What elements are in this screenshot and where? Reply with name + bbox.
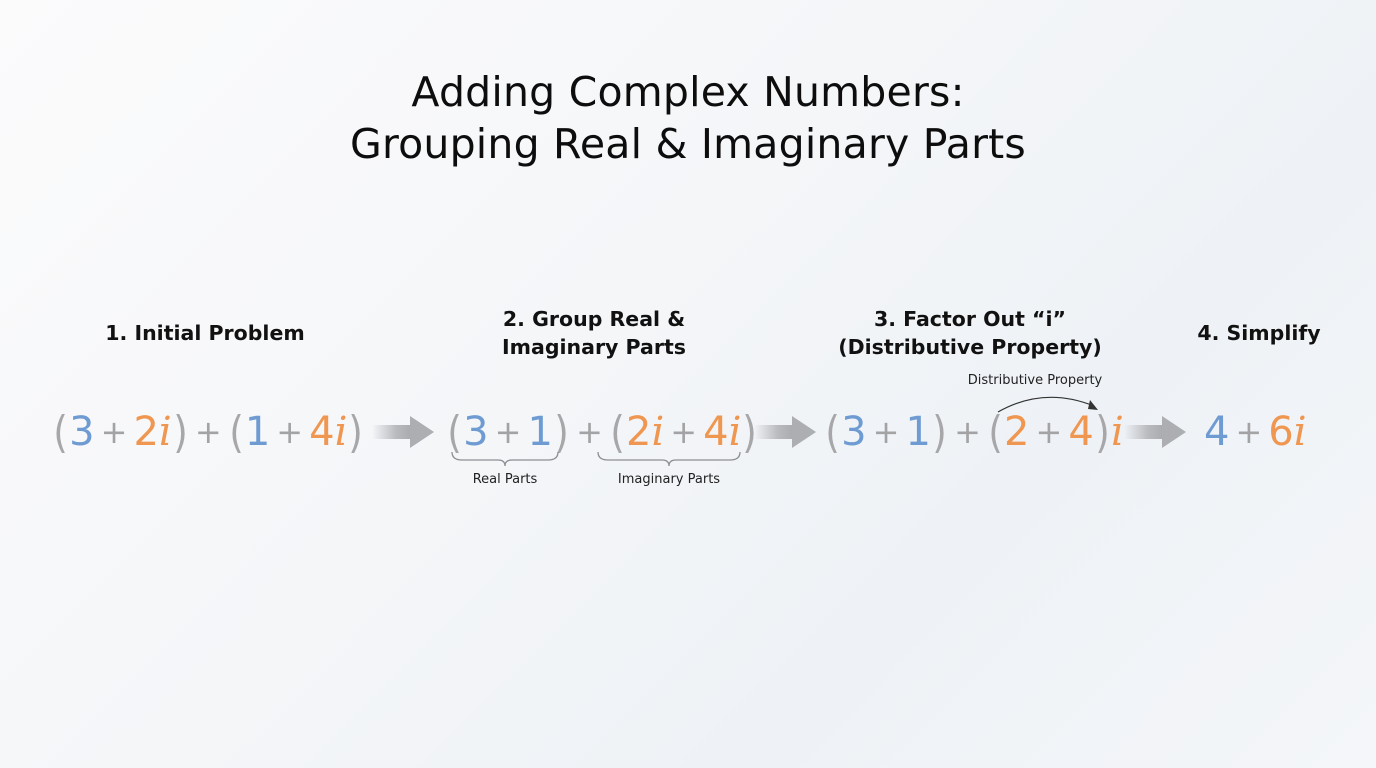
left-paren: ( <box>447 406 462 458</box>
curved-arrow-icon <box>997 396 1098 413</box>
real-part: 1 <box>527 409 553 455</box>
step-1-heading: 1. Initial Problem <box>80 319 330 347</box>
imaginary-unit: i <box>1293 409 1307 455</box>
imaginary-part: 4i <box>703 409 741 455</box>
plus-operator: + <box>670 413 698 451</box>
step-3-heading: 3. Factor Out “i” (Distributive Property… <box>820 305 1120 361</box>
plus-operator: + <box>1035 413 1063 451</box>
step-1-heading-text: 1. Initial Problem <box>105 321 305 345</box>
right-paren: ) <box>554 406 569 458</box>
imaginary-parts-brace-icon <box>597 451 741 467</box>
step-1-expression: ( 3 + 2i ) + ( 1 + 4i ) <box>52 404 365 460</box>
imag-coefficient: 4 <box>1068 409 1094 455</box>
plus-operator: + <box>194 413 222 451</box>
distributive-property-annotation: Distributive Property <box>967 373 1103 388</box>
left-paren: ( <box>988 406 1003 458</box>
title-line-1: Adding Complex Numbers: <box>411 68 965 116</box>
imaginary-part: 4i <box>309 409 347 455</box>
real-part: 3 <box>69 409 95 455</box>
imaginary-unit: i <box>651 409 665 455</box>
plus-operator: + <box>576 413 603 451</box>
plus-operator: + <box>954 413 981 451</box>
imag-coefficient: 2 <box>1004 409 1030 455</box>
plus-operator: + <box>494 413 522 451</box>
right-paren: ) <box>348 406 364 458</box>
imag-coefficient: 4 <box>703 409 729 455</box>
step-4-heading: 4. Simplify <box>1170 319 1348 347</box>
right-paren: ) <box>932 406 947 458</box>
plus-operator: + <box>276 413 304 451</box>
right-paren: ) <box>742 406 758 458</box>
real-part: 3 <box>841 409 867 455</box>
right-paren: ) <box>172 406 188 458</box>
right-arrow-icon <box>1124 416 1186 448</box>
real-result: 4 <box>1204 409 1230 455</box>
imaginary-part: 2i <box>626 409 664 455</box>
imag-coefficient: 4 <box>309 409 335 455</box>
real-parts-label: Real Parts <box>472 472 538 487</box>
left-paren: ( <box>610 406 625 458</box>
imaginary-unit: i <box>158 409 172 455</box>
real-part: 3 <box>463 409 489 455</box>
diagram-title: Adding Complex Numbers: Grouping Real & … <box>0 66 1376 170</box>
imaginary-part: 2i <box>133 409 171 455</box>
step-2-heading: 2. Group Real & Imaginary Parts <box>464 305 724 361</box>
step-2-expression: ( 3 + 1 ) + ( 2i + 4i ) <box>446 404 759 460</box>
step-3-expression: ( 3 + 1 ) + ( 2 + 4 ) i <box>824 404 1124 460</box>
step-2-heading-line-1: 2. Group Real & <box>502 307 686 331</box>
step-2-heading-line-2: Imaginary Parts <box>502 335 686 359</box>
right-arrow-icon <box>372 416 434 448</box>
step-3-heading-line-1: 3. Factor Out “i” <box>873 307 1067 331</box>
imaginary-parts-label: Imaginary Parts <box>617 472 721 487</box>
plus-operator: + <box>1235 413 1263 451</box>
left-paren: ( <box>53 406 68 458</box>
imag-coefficient: 2 <box>626 409 652 455</box>
step-3-heading-line-2: (Distributive Property) <box>838 335 1102 359</box>
imaginary-unit: i <box>334 409 348 455</box>
left-paren: ( <box>228 406 244 458</box>
title-line-2: Grouping Real & Imaginary Parts <box>349 120 1026 168</box>
real-part: 1 <box>244 409 271 455</box>
right-paren: ) <box>1095 406 1110 458</box>
real-part: 1 <box>905 409 931 455</box>
left-paren: ( <box>825 406 840 458</box>
imaginary-result: 6i <box>1268 409 1306 455</box>
plus-operator: + <box>872 413 900 451</box>
imag-coefficient: 2 <box>133 409 159 455</box>
imaginary-unit: i <box>728 409 742 455</box>
imaginary-unit: i <box>1110 409 1124 455</box>
real-parts-brace-icon <box>451 451 559 467</box>
step-4-heading-text: 4. Simplify <box>1197 321 1321 345</box>
step-4-expression: 4 + 6i <box>1204 404 1307 460</box>
imag-coefficient: 6 <box>1268 409 1294 455</box>
plus-operator: + <box>100 413 128 451</box>
right-arrow-icon <box>754 416 816 448</box>
